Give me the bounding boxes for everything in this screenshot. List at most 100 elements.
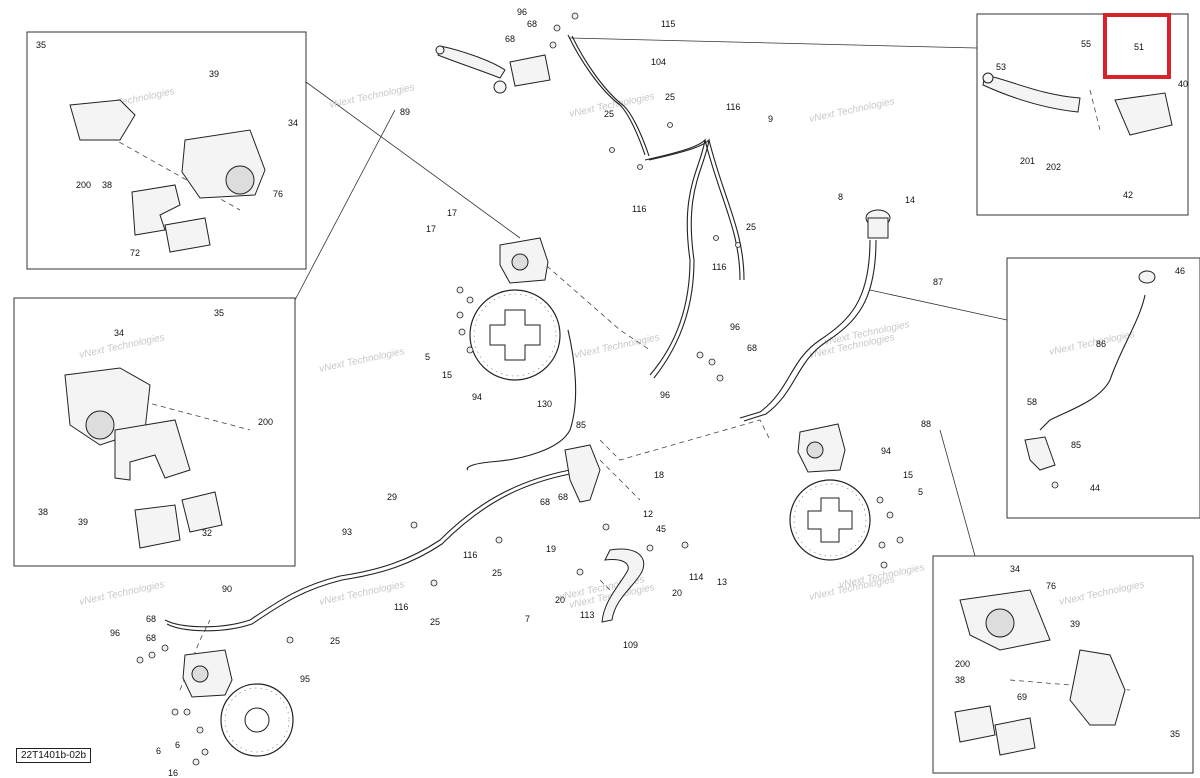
callout-c17b: 17 — [426, 224, 436, 234]
callout-c53: 53 — [996, 62, 1006, 72]
callout-c55: 55 — [1081, 39, 1091, 49]
callout-c200b: 200 — [258, 417, 273, 427]
callout-c85b: 85 — [1071, 440, 1081, 450]
callout-c116d: 116 — [463, 550, 477, 560]
brake-pedal — [601, 548, 645, 623]
diagram-reference-code: 22T1401b-02b — [16, 748, 92, 763]
callout-c46: 46 — [1175, 266, 1185, 276]
callout-c38b: 38 — [38, 507, 48, 517]
callout-c15a: 15 — [442, 370, 452, 380]
callout-c68e: 68 — [747, 343, 757, 353]
brake-disc-front-right — [789, 479, 871, 561]
watermark-1: vNext Technologies — [318, 346, 405, 375]
callout-c39c: 39 — [1070, 619, 1080, 629]
brake-lines — [164, 34, 1146, 632]
callout-c201: 201 — [1020, 156, 1035, 166]
brake-line-to-left — [644, 138, 706, 376]
callout-c76a: 76 — [273, 189, 283, 199]
hardware-bolts — [136, 12, 1059, 766]
callout-c116a: 116 — [726, 102, 740, 112]
component-shapes — [64, 45, 1173, 756]
cable-130 — [466, 329, 577, 471]
brake-disc-rear — [220, 683, 294, 757]
callout-c86: 86 — [1096, 339, 1106, 349]
callout-c96c: 96 — [660, 390, 670, 400]
callout-c113: 113 — [580, 610, 594, 620]
callout-c25e: 25 — [492, 568, 502, 578]
watermark-6: vNext Technologies — [78, 579, 165, 608]
brake-line-to-right — [704, 139, 741, 281]
callout-c25c: 25 — [746, 222, 756, 232]
rear-hose-87 — [739, 239, 871, 419]
callout-c200a: 200 — [76, 180, 91, 190]
callout-c51: 51 — [1134, 42, 1144, 52]
callout-c25b: 25 — [604, 109, 614, 119]
callout-c96d: 96 — [110, 628, 120, 638]
callout-c93: 93 — [342, 527, 352, 537]
rear-line-93 — [164, 469, 571, 628]
callout-c95: 95 — [300, 674, 310, 684]
callout-c39a: 39 — [209, 69, 219, 79]
callout-c19: 19 — [546, 544, 556, 554]
inset-front-right-caliper — [13, 297, 296, 567]
callout-c87: 87 — [933, 277, 943, 287]
callout-c5b: 5 — [918, 487, 923, 497]
highlight-box-part-51 — [1103, 13, 1171, 79]
callout-c34b: 34 — [114, 328, 124, 338]
callout-c20a: 20 — [555, 595, 565, 605]
rear-master-cylinder — [564, 444, 601, 503]
watermark-4: vNext Technologies — [573, 332, 660, 361]
callout-c25a: 25 — [665, 92, 675, 102]
callout-c6a: 6 — [156, 746, 161, 756]
callout-c35c: 35 — [1170, 729, 1180, 739]
callout-c68g: 68 — [146, 633, 156, 643]
callout-c35a: 35 — [36, 40, 46, 50]
inset-rear-caliper — [932, 555, 1194, 774]
callout-c96b: 96 — [730, 322, 740, 332]
callout-c130: 130 — [537, 399, 552, 409]
callout-c34a: 34 — [288, 118, 298, 128]
callout-c76b: 76 — [1046, 581, 1056, 591]
watermark-14: vNext Technologies — [1048, 329, 1135, 358]
inset-rear-reservoir — [1006, 257, 1200, 519]
callout-c116e: 116 — [394, 602, 408, 612]
callout-c88: 88 — [921, 419, 931, 429]
callout-c32: 32 — [202, 528, 212, 538]
callout-c20b: 20 — [672, 588, 682, 598]
master-cylinder-top — [509, 54, 551, 87]
inset-frames — [13, 13, 1200, 774]
callout-c94a: 94 — [472, 392, 482, 402]
callout-c104: 104 — [651, 57, 666, 67]
watermark-10: vNext Technologies — [1058, 579, 1145, 608]
callout-c14: 14 — [905, 195, 915, 205]
callout-c200c: 200 — [955, 659, 970, 669]
reservoir-hose-86 — [1039, 294, 1146, 431]
callout-c96a: 96 — [517, 7, 527, 17]
callout-c116b: 116 — [632, 204, 646, 214]
inset-front-left-caliper — [26, 31, 307, 270]
callout-c68f: 68 — [146, 614, 156, 624]
callout-c45: 45 — [656, 524, 666, 534]
callout-c38c: 38 — [955, 675, 965, 685]
callout-c39b: 39 — [78, 517, 88, 527]
callout-c94b: 94 — [881, 446, 891, 456]
callout-c202: 202 — [1046, 162, 1061, 172]
callout-c35b: 35 — [214, 308, 224, 318]
front-brake-hose-104 — [567, 34, 646, 156]
callout-c114: 114 — [689, 572, 703, 582]
callout-c25d: 25 — [430, 617, 440, 627]
callout-c44: 44 — [1090, 483, 1100, 493]
callout-c7: 7 — [525, 614, 530, 624]
inset-master-cylinder — [976, 13, 1189, 216]
brake-disc-front-left — [469, 289, 561, 381]
callout-c18: 18 — [654, 470, 664, 480]
callout-c72: 72 — [130, 248, 140, 258]
callout-c13: 13 — [717, 577, 727, 587]
callout-c29: 29 — [387, 492, 397, 502]
callout-c9: 9 — [768, 114, 773, 124]
callout-c109: 109 — [623, 640, 638, 650]
callout-c25f: 25 — [330, 636, 340, 646]
callout-c69: 69 — [1017, 692, 1027, 702]
